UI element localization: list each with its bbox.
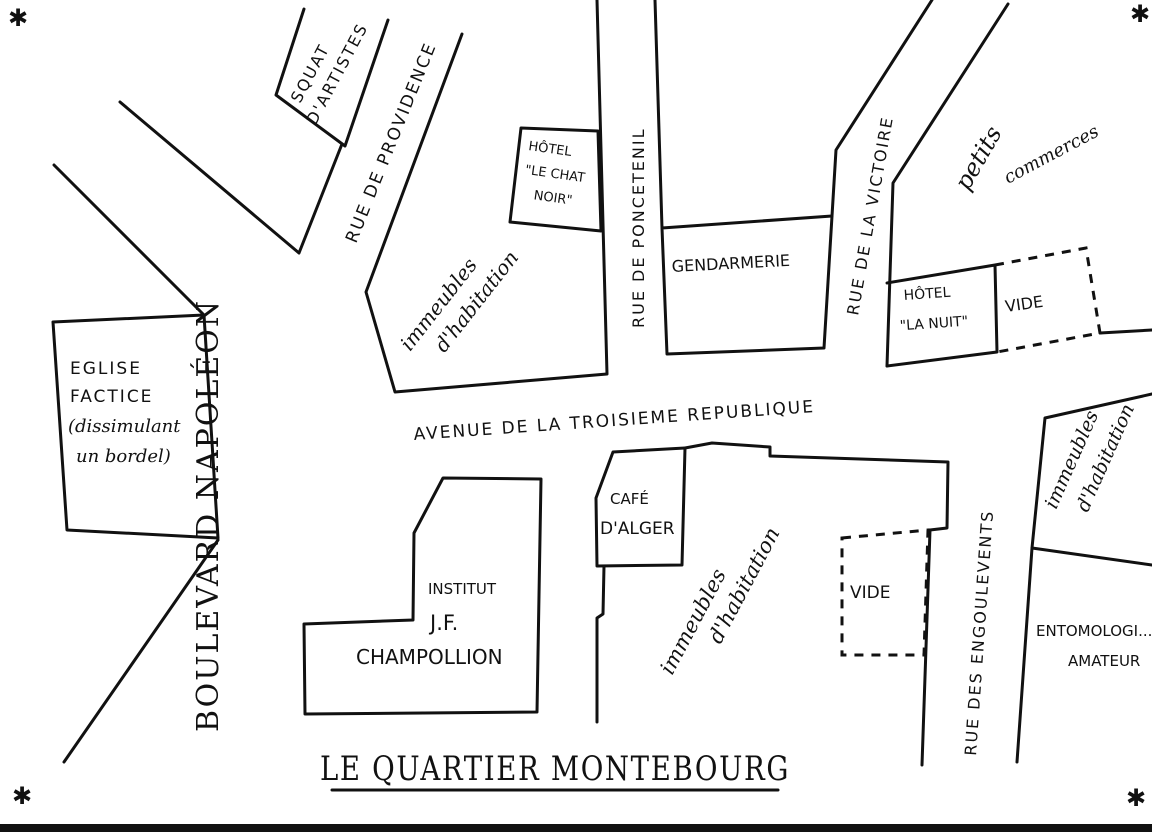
rue-providence-east-edge <box>364 0 609 394</box>
label-institut-2: J.F. <box>428 611 458 635</box>
institut-champollion-block[interactable] <box>302 476 543 716</box>
street-rue-poncetenil[interactable]: RUE DE PONCETENIL <box>629 127 648 328</box>
street-rue-providence[interactable]: RUE DE PROVIDENCE <box>342 39 441 245</box>
eglise-block[interactable] <box>51 313 220 540</box>
street-avenue-troisieme-republique[interactable]: AVENUE DE LA TROISIEME REPUBLIQUE <box>413 397 816 445</box>
rue-victoire-west-edge <box>830 0 934 218</box>
block-south-residential <box>683 441 950 767</box>
label-vide-bottom: VIDE <box>850 583 890 603</box>
label-entomologie-2: AMATEUR <box>1068 652 1140 670</box>
label-cafe-1: CAFÉ <box>610 489 649 508</box>
entomologie-block[interactable] <box>1015 546 1034 764</box>
label-hotel-chat-noir-3: NOIR" <box>533 188 574 208</box>
label-hotel-la-nuit-2: "LA NUIT" <box>899 314 968 335</box>
bottom-border <box>0 824 1152 832</box>
label-eglise-1: EGLISE <box>70 359 142 379</box>
street-boulevard-napoleon[interactable]: BOULEVARD NAPOLÉON <box>190 299 226 732</box>
boulevard-edge-upper <box>52 163 206 317</box>
block-northeast-edge <box>1098 328 1152 335</box>
corner-star-bottom-left: ✱ <box>12 782 32 810</box>
label-commerces: commerces <box>1000 121 1102 189</box>
label-gendarmerie: GENDARMERIE <box>671 251 790 276</box>
corner-star-top-left: ✱ <box>8 4 28 32</box>
map-title: LE QUARTIER MONTEBOURG <box>320 749 790 789</box>
label-eglise-4: un bordel) <box>76 446 171 467</box>
label-institut-3: CHAMPOLLION <box>356 645 503 669</box>
hotel-chat-noir-block[interactable] <box>508 126 603 233</box>
label-eglise-3: (dissimulant <box>68 416 181 437</box>
label-hotel-chat-noir-2: "LE CHAT <box>524 163 586 186</box>
label-hotel-chat-noir-1: HÔTEL <box>527 138 573 160</box>
label-institut-1: INSTITUT <box>428 580 497 598</box>
boulevard-edge-lower <box>62 538 220 764</box>
rue-victoire-east-edge <box>885 2 1010 368</box>
label-vide-top: VIDE <box>1004 292 1044 316</box>
block-northwest <box>118 100 344 255</box>
label-petits: petits <box>949 121 1008 195</box>
vide-bottom-block <box>840 528 930 657</box>
label-cafe-2: D'ALGER <box>600 519 675 539</box>
label-entomologie-1: ENTOMOLOGI... <box>1036 622 1152 640</box>
label-hotel-la-nuit-1: HÔTEL <box>903 283 951 304</box>
street-rue-engoulevents[interactable]: RUE DES ENGOULEVENTS <box>961 509 997 756</box>
label-eglise-2: FACTICE <box>70 387 153 407</box>
corner-star-top-right: ✱ <box>1130 0 1150 28</box>
block-south-west-edge <box>595 564 606 724</box>
cafe-dalger-block[interactable] <box>594 446 687 568</box>
hotel-la-nuit-block[interactable] <box>885 263 999 368</box>
gendarmerie-block[interactable] <box>653 0 834 356</box>
squat-block[interactable] <box>274 7 390 148</box>
corner-star-bottom-right: ✱ <box>1126 784 1146 812</box>
